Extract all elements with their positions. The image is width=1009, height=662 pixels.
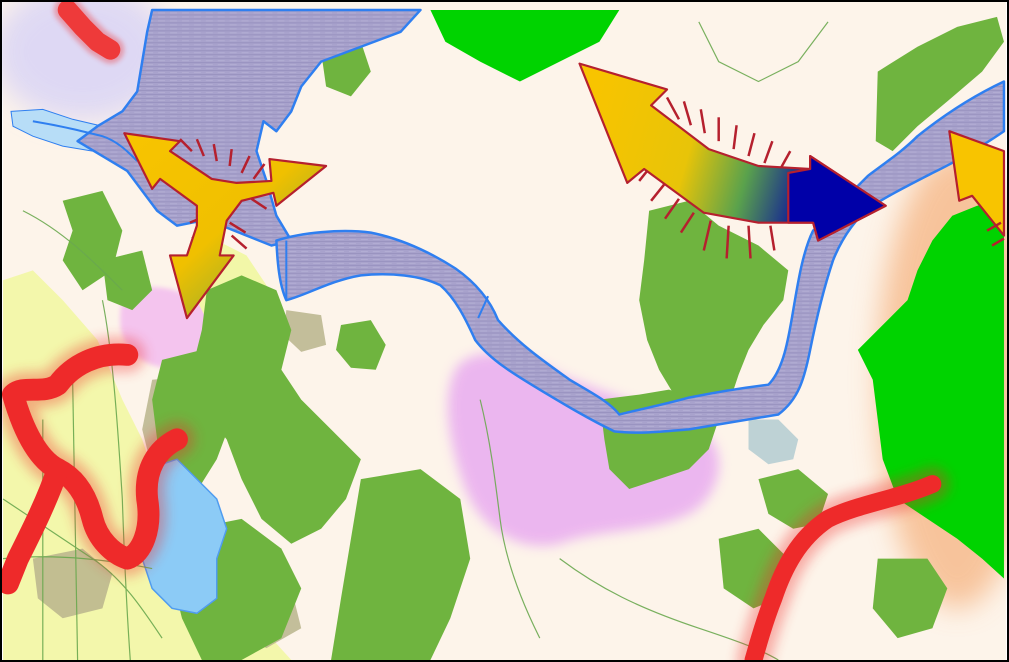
yellow-arrow-edge-icon: [948, 130, 1006, 237]
flow-arrows: [123, 62, 1006, 320]
lilac-zone-topleft: [2, 2, 172, 122]
road-lines: [2, 21, 829, 660]
water-bay-northwest: [76, 8, 422, 247]
forest-ne-strip: [875, 16, 1004, 152]
red-corridor-east: [744, 475, 942, 660]
dark-blue-arrow-icon: [787, 154, 887, 242]
red-corridors: [2, 2, 950, 660]
forest-east-3: [872, 558, 948, 639]
lake-grey-east: [748, 419, 799, 465]
waterway-thin-west: [32, 120, 138, 162]
yellow-arrow-icon: [123, 132, 328, 320]
forest-center-west: [191, 275, 361, 544]
red-corridor-west-branch: [2, 458, 69, 595]
pink-zone-center: [447, 353, 719, 546]
hatch-lines-edge: [986, 221, 1005, 247]
red-corridor-northwest: [57, 2, 121, 60]
forest-small-1: [336, 320, 386, 370]
river-segment-divider-1: [477, 295, 490, 319]
red-corridor-west: [2, 343, 188, 570]
forest-west-2: [102, 250, 153, 311]
forest-south-center: [331, 469, 471, 660]
nature-north: [430, 9, 620, 82]
